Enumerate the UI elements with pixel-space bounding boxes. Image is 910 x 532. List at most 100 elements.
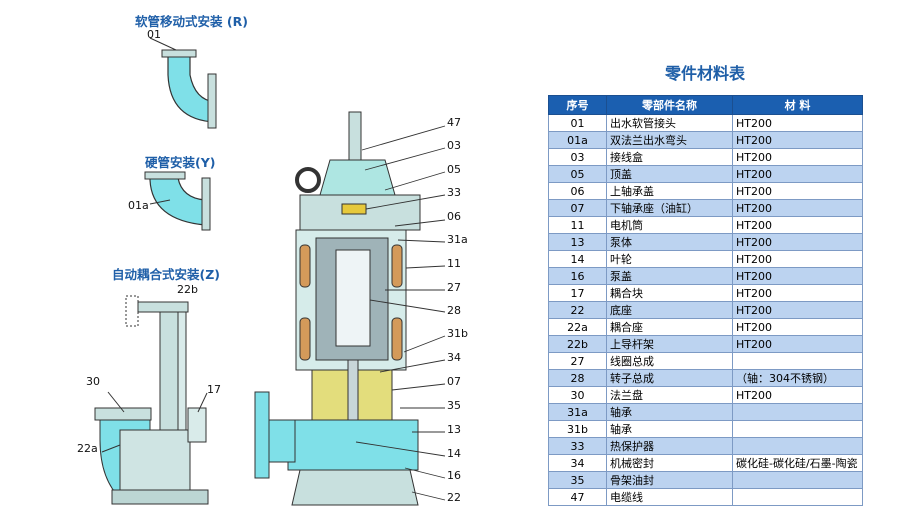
cell-material [732,437,863,455]
header-serial: 序号 [548,95,607,115]
hard-pipe-elbow [144,171,211,231]
cell-part-name: 耦合座 [606,318,733,336]
cell-material: （轴：304不锈钢） [732,369,863,387]
label-01a: 01a [128,199,149,212]
cell-material: HT200 [732,250,863,268]
pump-label-07: 07 [447,375,461,388]
cell-material [732,488,863,506]
pump-label-03: 03 [447,139,461,152]
cell-serial: 22a [548,318,607,336]
pump-label-34: 34 [447,351,461,364]
cell-part-name: 电机筒 [606,216,733,234]
cell-serial: 13 [548,233,607,251]
cell-material [732,403,863,421]
pump-label-16: 16 [447,469,461,482]
cell-material [732,352,863,370]
cell-material: HT200 [732,233,863,251]
cell-serial: 22b [548,335,607,353]
cell-material: HT200 [732,216,863,234]
cell-serial: 31a [548,403,607,421]
cell-part-name: 骨架油封 [606,471,733,489]
cell-serial: 22 [548,301,607,319]
cell-part-name: 泵体 [606,233,733,251]
cell-serial: 07 [548,199,607,217]
cell-material: HT200 [732,284,863,302]
cell-serial: 47 [548,488,607,506]
cell-material: 碳化硅-碳化硅/石墨-陶瓷 [732,454,863,472]
cell-part-name: 轴承 [606,403,733,421]
cell-material: HT200 [732,165,863,183]
cell-material: HT200 [732,114,863,132]
cell-part-name: 接线盒 [606,148,733,166]
cell-serial: 28 [548,369,607,387]
cell-part-name: 出水软管接头 [606,114,733,132]
soft-hose-elbow [149,37,217,129]
cell-material: HT200 [732,318,863,336]
cell-part-name: 顶盖 [606,165,733,183]
cell-material: HT200 [732,386,863,404]
pump-cross-section [254,111,421,506]
pump-label-31b: 31b [447,327,468,340]
cell-material: HT200 [732,131,863,149]
cell-part-name: 机械密封 [606,454,733,472]
cell-serial: 05 [548,165,607,183]
header-part-name: 零部件名称 [606,95,733,115]
cell-serial: 01 [548,114,607,132]
parts-table-title: 零件材料表 [664,64,745,83]
auto-coupling-assembly [94,295,209,505]
pump-label-22: 22 [447,491,461,504]
cell-serial: 35 [548,471,607,489]
label-17: 17 [207,383,221,396]
pump-label-28: 28 [447,304,461,317]
cell-serial: 01a [548,131,607,149]
cell-part-name: 泵盖 [606,267,733,285]
label-22a: 22a [77,442,98,455]
cell-material: HT200 [732,199,863,217]
label-22b: 22b [177,283,198,296]
cell-serial: 31b [548,420,607,438]
pump-label-31a: 31a [447,233,468,246]
cell-serial: 06 [548,182,607,200]
cell-serial: 34 [548,454,607,472]
pump-label-06: 06 [447,210,461,223]
cell-serial: 11 [548,216,607,234]
cell-part-name: 叶轮 [606,250,733,268]
cell-part-name: 上轴承盖 [606,182,733,200]
cell-part-name: 热保护器 [606,437,733,455]
soft-hose-install-heading: 软管移动式安装 (R) [135,14,248,29]
pump-label-11: 11 [447,257,461,270]
cell-part-name: 双法兰出水弯头 [606,131,733,149]
cell-material: HT200 [732,335,863,353]
cell-material [732,471,863,489]
label-01: 01 [147,28,161,41]
cell-part-name: 上导杆架 [606,335,733,353]
pump-label-33: 33 [447,186,461,199]
cell-serial: 14 [548,250,607,268]
cell-serial: 33 [548,437,607,455]
cell-material: HT200 [732,148,863,166]
header-material: 材 料 [732,95,863,115]
cell-part-name: 电缆线 [606,488,733,506]
